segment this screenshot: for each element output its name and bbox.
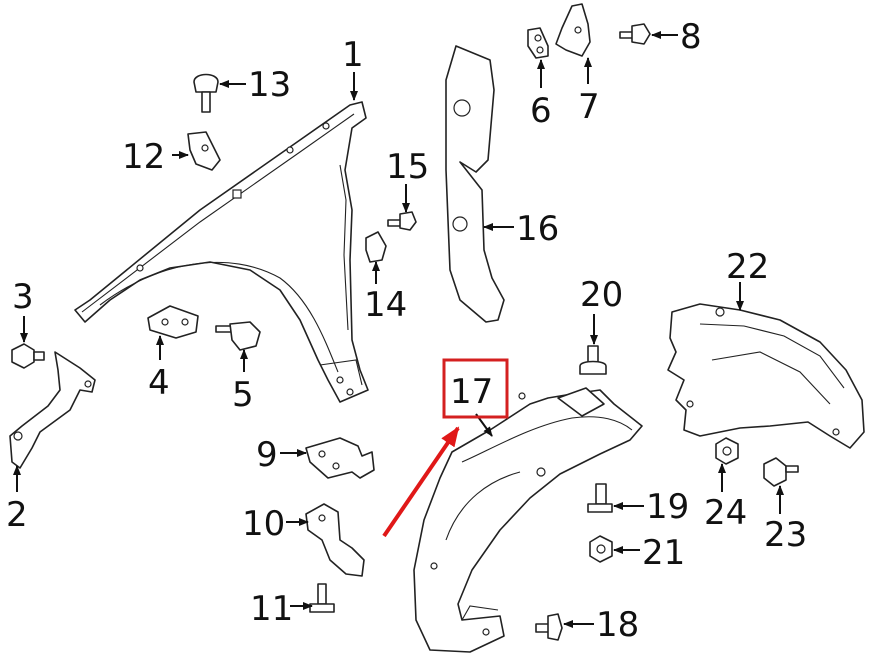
callout-17: 17: [450, 372, 493, 412]
part-22-rear-liner: [667, 303, 865, 449]
part-3-bolt: [11, 343, 45, 369]
part-11-bolt: [309, 583, 335, 613]
part-14-clip: [365, 231, 387, 263]
part-8-bolt: [619, 23, 651, 45]
leader-lines: [13, 31, 784, 628]
part-13-pushpin: [193, 73, 219, 113]
callout-16: 16: [516, 209, 559, 249]
highlight-box-17: [442, 358, 509, 419]
callout-13: 13: [248, 65, 291, 105]
callout-24: 24: [704, 493, 747, 533]
part-23-screw: [763, 457, 799, 487]
part-5-screw: [215, 321, 261, 351]
callout-8: 8: [680, 17, 702, 57]
part-19-bolt: [587, 483, 613, 513]
callout-18: 18: [596, 605, 639, 645]
part-6-bracket: [527, 27, 549, 59]
callout-labels: 1 2 3 4 5 6 7 8 9 10 11 12 13 14 15 16 1…: [6, 17, 807, 645]
part-9-bracket: [305, 437, 375, 479]
part-21-nut: [589, 535, 613, 563]
part-20-pushpin: [579, 345, 607, 375]
callout-12: 12: [122, 137, 165, 177]
part-7-bracket: [555, 3, 591, 57]
part-18-pin: [535, 613, 563, 641]
callout-4: 4: [148, 363, 170, 403]
callout-22: 22: [726, 247, 769, 287]
callout-11: 11: [250, 589, 293, 629]
part-12-bracket: [187, 131, 221, 171]
part-10-bracket: [305, 503, 365, 577]
callout-14: 14: [364, 285, 407, 325]
callout-7: 7: [578, 87, 600, 127]
callout-10: 10: [242, 504, 285, 544]
part-2-bracket: [9, 351, 96, 469]
part-24-nut: [715, 437, 739, 465]
part-4-clip: [147, 305, 199, 339]
callout-5: 5: [232, 375, 254, 415]
part-1-fender: [74, 101, 369, 403]
callout-19: 19: [646, 487, 689, 527]
callout-1: 1: [342, 35, 364, 75]
callout-3: 3: [12, 277, 34, 317]
part-17-fender-liner: [413, 387, 643, 653]
callout-21: 21: [642, 533, 685, 573]
callout-15: 15: [386, 147, 429, 187]
callout-20: 20: [580, 275, 623, 315]
part-16-insulator: [445, 45, 505, 323]
callout-2: 2: [6, 495, 28, 535]
part-15-screw: [387, 211, 417, 231]
highlight-arrow-17: [382, 426, 460, 538]
callout-6: 6: [530, 91, 552, 131]
callout-9: 9: [256, 435, 278, 475]
callout-23: 23: [764, 515, 807, 555]
